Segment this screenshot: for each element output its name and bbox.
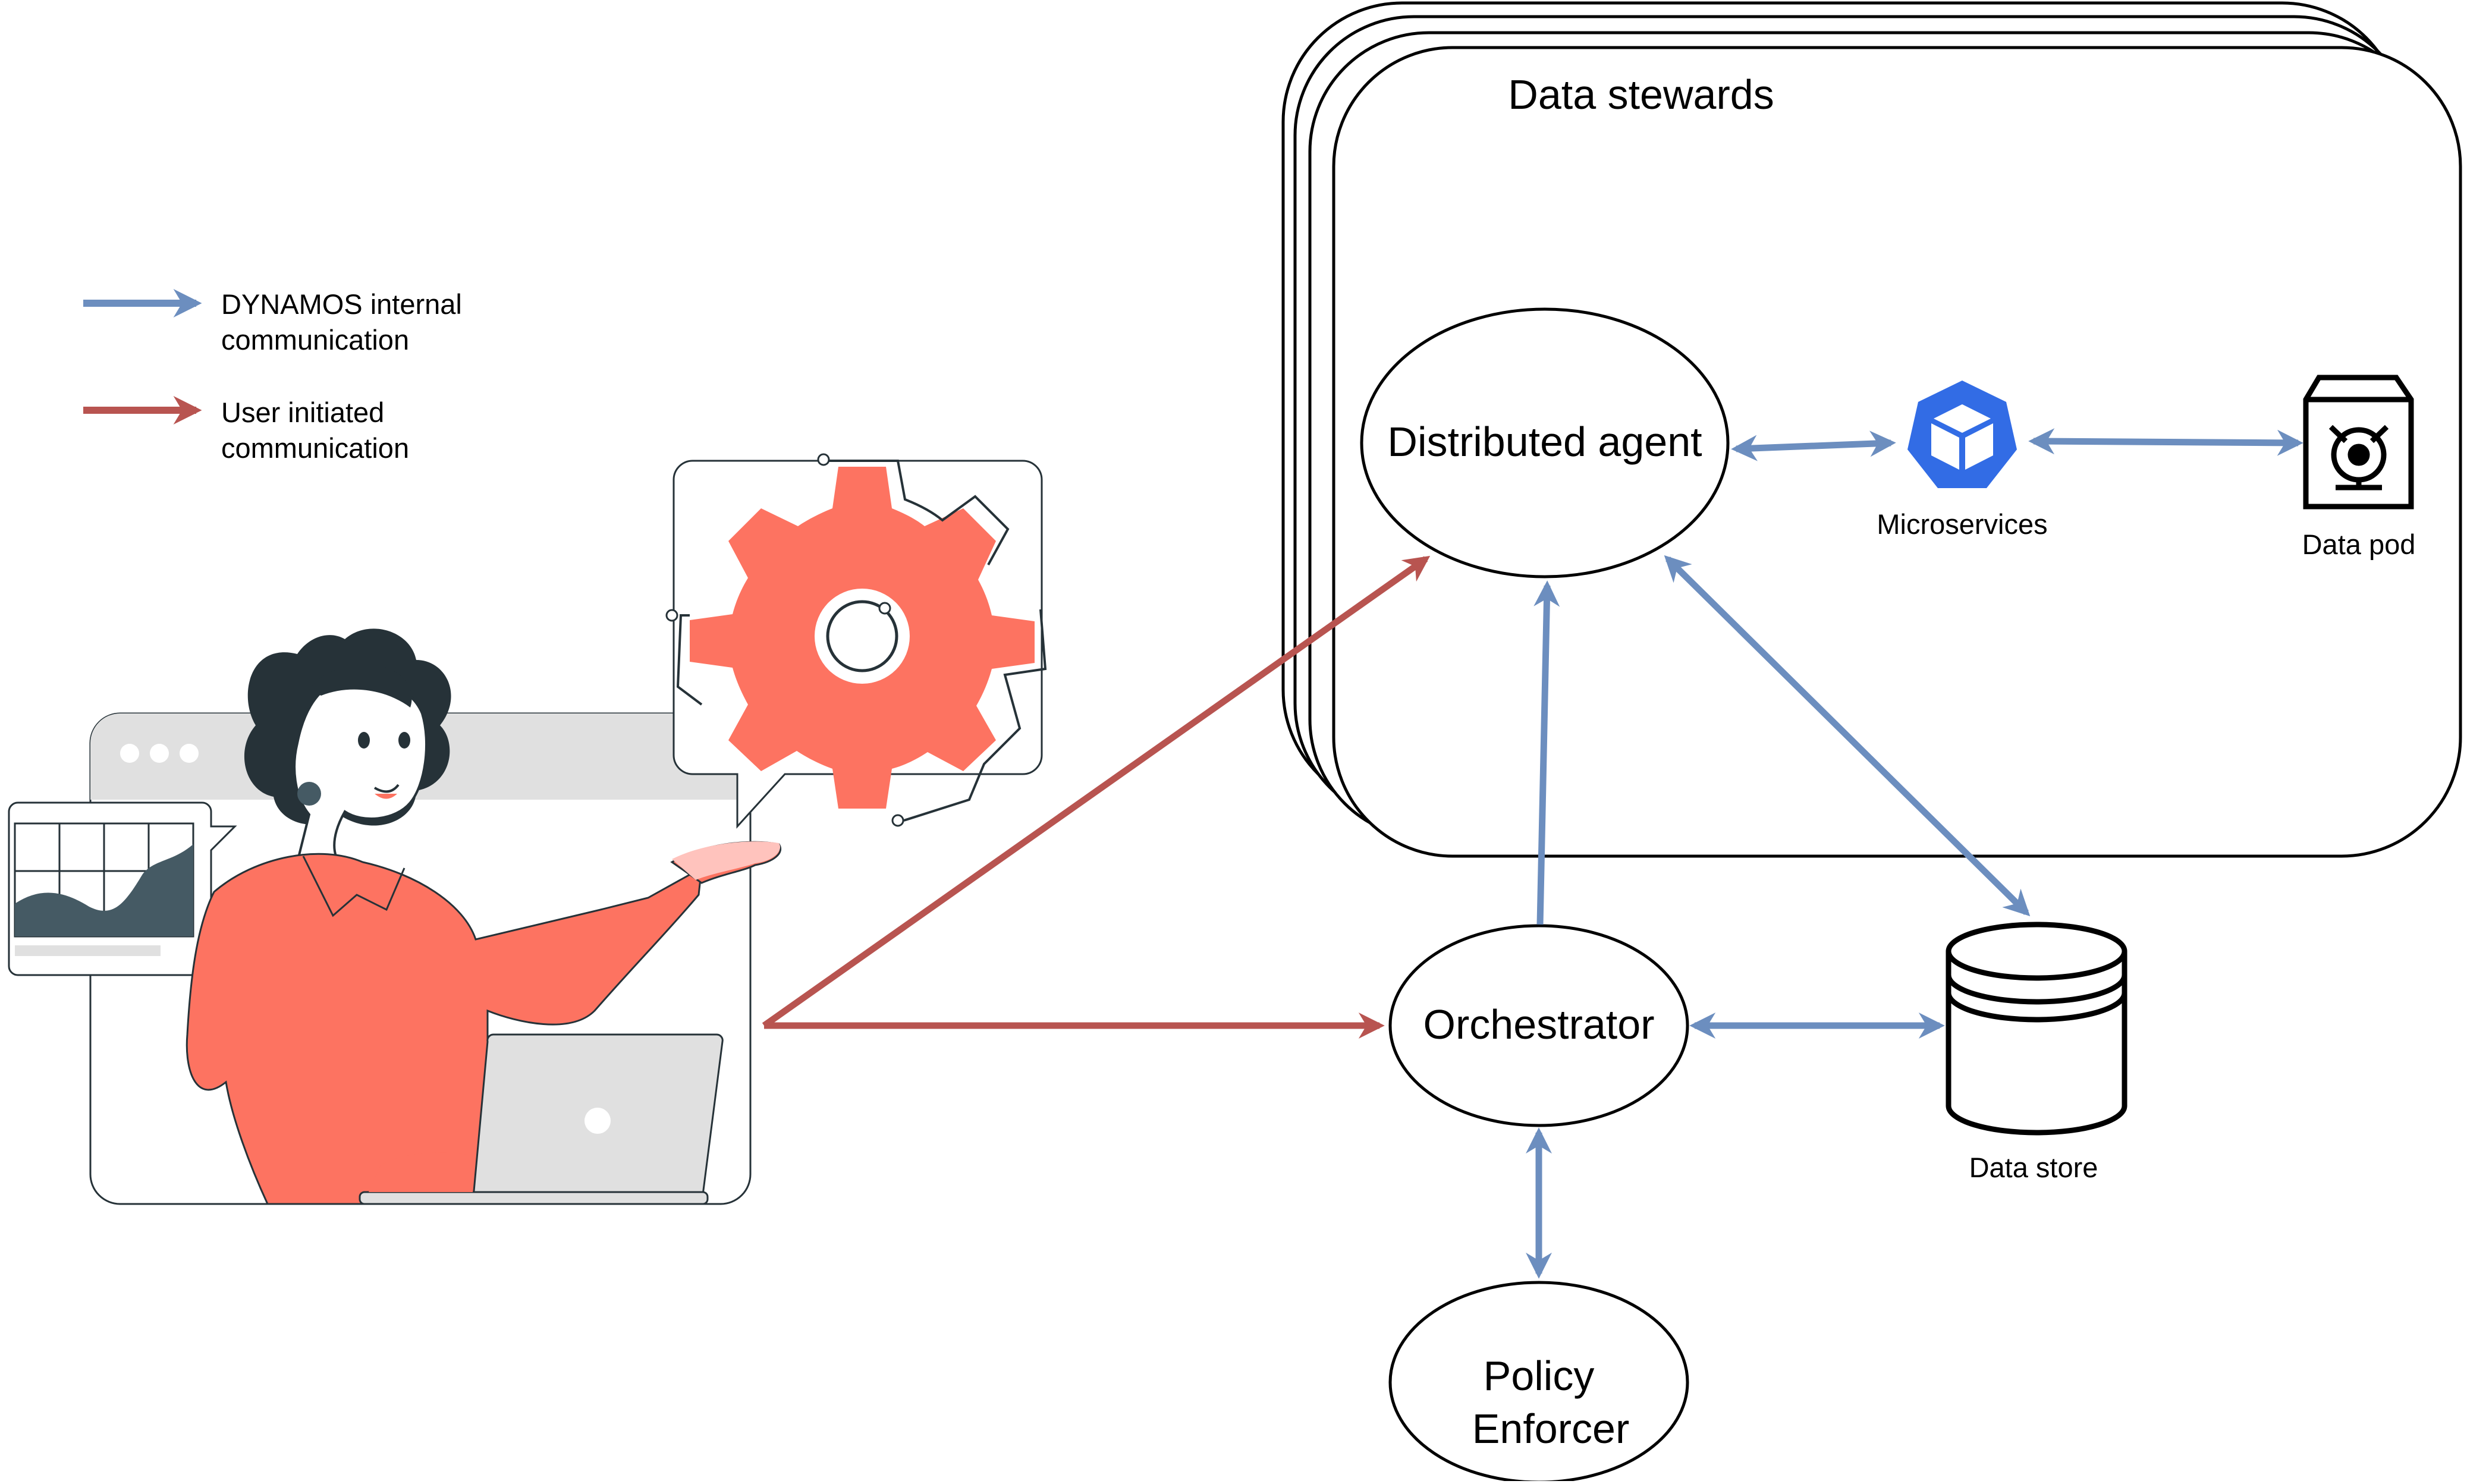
person-smile (373, 784, 400, 793)
laptop-icon (359, 1033, 724, 1205)
microservices-node[interactable]: Microservices (1877, 381, 2048, 540)
orchestrator-label: Orchestrator (1423, 1001, 1655, 1048)
orchestrator-node[interactable]: Orchestrator (1388, 924, 1689, 1127)
person-fringe (309, 664, 412, 708)
person-typing-hand (369, 1152, 476, 1192)
earring-icon (297, 782, 321, 806)
data-pod-label: Data pod (2302, 529, 2416, 560)
user-arrows (762, 555, 1431, 1039)
arrow-agent-datastore (1664, 555, 2031, 917)
distributed-agent-node[interactable]: Distributed agent (1360, 307, 1730, 578)
cube-icon (1931, 404, 1993, 470)
data-pod-icon (2303, 375, 2414, 510)
person-face (293, 678, 428, 864)
window-dot-icon (120, 744, 139, 763)
person-eye (358, 732, 370, 749)
area-chart-icon (15, 844, 193, 936)
legend-internal-label-2: communication (221, 324, 409, 356)
person-palm (672, 841, 781, 880)
policy-enforcer-label-2: Enforcer (1472, 1406, 1630, 1452)
user-illustration (8, 453, 1047, 1205)
data-stewards-title: Data stewards (1508, 71, 1774, 118)
arrow-agent-microservices (1731, 430, 1896, 461)
window-dot-icon (150, 744, 169, 763)
kubernetes-icon (1907, 381, 2017, 488)
arrow-orchestrator-agent (1533, 580, 1560, 925)
distributed-agent-label: Distributed agent (1387, 419, 1702, 465)
internal-arrows (1526, 428, 2303, 1279)
legend-internal-label: DYNAMOS internal (221, 288, 462, 320)
legend-user-label-2: communication (221, 432, 409, 464)
policy-enforcer-node[interactable]: Policy Enforcer (1388, 1281, 1689, 1484)
data-store-node[interactable]: Data store (1946, 922, 2127, 1183)
data-store-label: Data store (1969, 1152, 2098, 1183)
window-dot-icon (180, 744, 199, 763)
legend-user-label: User initiated (221, 397, 384, 428)
person-shirt (186, 853, 703, 1205)
person-eye (398, 732, 410, 749)
gear-icon (665, 453, 1047, 827)
microservices-label: Microservices (1877, 508, 2047, 540)
legend: DYNAMOS internal communication User init… (83, 288, 462, 464)
chart-caption-bar (15, 945, 161, 956)
person-figure (186, 628, 781, 1205)
policy-enforcer-label: Policy (1484, 1353, 1595, 1399)
database-icon (1946, 922, 2127, 1136)
arrow-user-agent (762, 555, 1431, 1029)
person-mouth (375, 794, 397, 799)
arrow-microservices-datapod (2028, 428, 2303, 456)
person-collar (302, 856, 406, 917)
data-pod-node[interactable]: Data pod (2302, 375, 2416, 560)
